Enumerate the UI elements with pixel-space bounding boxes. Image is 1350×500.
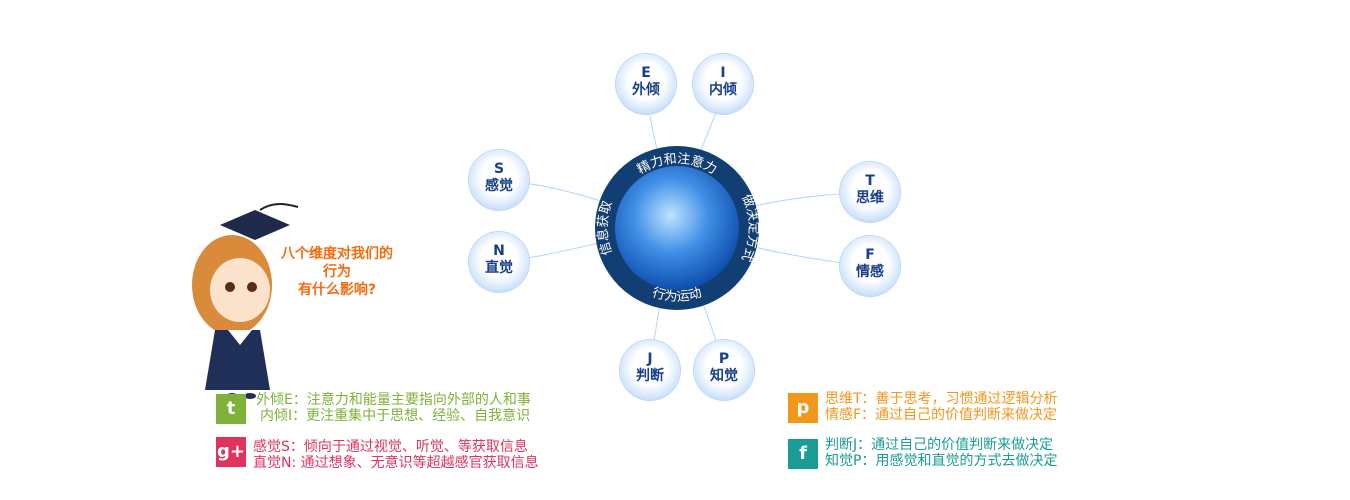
legend-ei: 外倾E：注意力和能量主要指向外部的人和事内倾I：更注重集中于思想、经验、自我意识 xyxy=(256,392,531,424)
legend-tf: 思维T：善于思考，习惯通过逻辑分析情感F：通过自己的价值判断来做决定 xyxy=(825,391,1058,423)
question-line: 八个维度对我们的 xyxy=(281,246,393,262)
question-callout: 八个维度对我们的 行为 有什么影响? xyxy=(262,245,412,299)
girl-mascot xyxy=(192,203,299,399)
globe-icon xyxy=(615,166,739,290)
legend-sn: 感觉S：倾向于通过视觉、听觉、等获取信息直觉N: 通过想象、无意识等超越感官获取… xyxy=(253,439,539,471)
ring-right: 做决定方式 xyxy=(738,192,761,263)
facebook-icon[interactable]: f xyxy=(788,439,818,469)
twitter-icon[interactable]: t xyxy=(216,394,246,424)
legend-jp: 判断J：通过自己的价值判断来做决定知觉P：用感觉和直觉的方式去做决定 xyxy=(825,437,1058,469)
question-line: 有什么影响? xyxy=(297,282,377,298)
ring-bottom: 行为运动 xyxy=(650,285,703,305)
google-plus-icon[interactable]: g+ xyxy=(216,437,246,467)
pinterest-icon[interactable]: p xyxy=(788,393,818,423)
question-line: 行为 xyxy=(323,264,351,280)
